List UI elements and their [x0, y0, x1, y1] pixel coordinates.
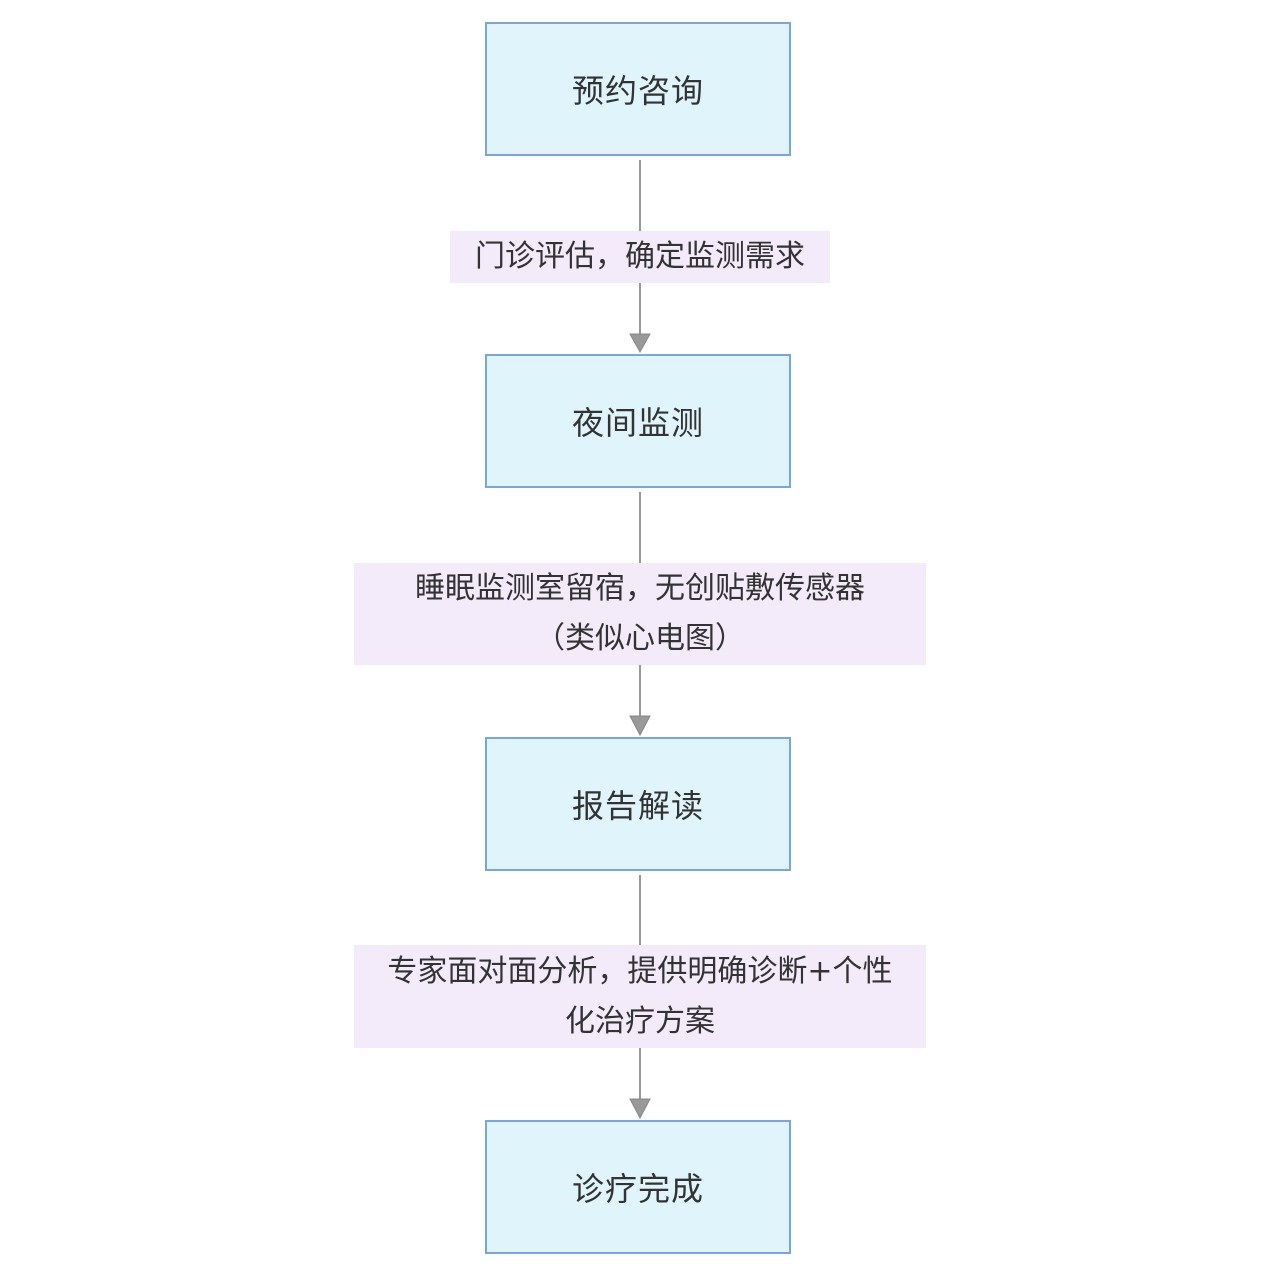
edge-label-overnight-stay: 睡眠监测室留宿，无创贴敷传感器 （类似心电图）	[354, 563, 926, 665]
edge-label-text: 化治疗方案	[565, 1003, 715, 1039]
node-overnight-monitoring: 夜间监测	[485, 354, 791, 488]
arrowhead	[629, 715, 651, 737]
edge-label-text: 专家面对面分析，提供明确诊断+个性	[387, 953, 893, 989]
node-label: 报告解读	[571, 787, 704, 825]
node-report-interpretation: 报告解读	[485, 737, 791, 871]
node-label: 诊疗完成	[571, 1170, 704, 1208]
node-label: 预约咨询	[571, 72, 704, 110]
edge-label-text: 睡眠监测室留宿，无创贴敷传感器	[415, 571, 865, 606]
node-treatment-complete: 诊疗完成	[485, 1120, 791, 1254]
arrowhead	[629, 333, 651, 354]
node-label: 夜间监测	[571, 404, 704, 442]
edge-label-text: 门诊评估，确定监测需求	[475, 239, 805, 274]
edge-label-consult-evaluation: 门诊评估，确定监测需求	[450, 231, 830, 283]
edge-label-text: （类似心电图）	[535, 621, 745, 656]
node-appointment-consultation: 预约咨询	[485, 22, 791, 156]
arrowhead	[629, 1098, 651, 1120]
edge-label-expert-analysis: 专家面对面分析，提供明确诊断+个性 化治疗方案	[354, 945, 926, 1048]
